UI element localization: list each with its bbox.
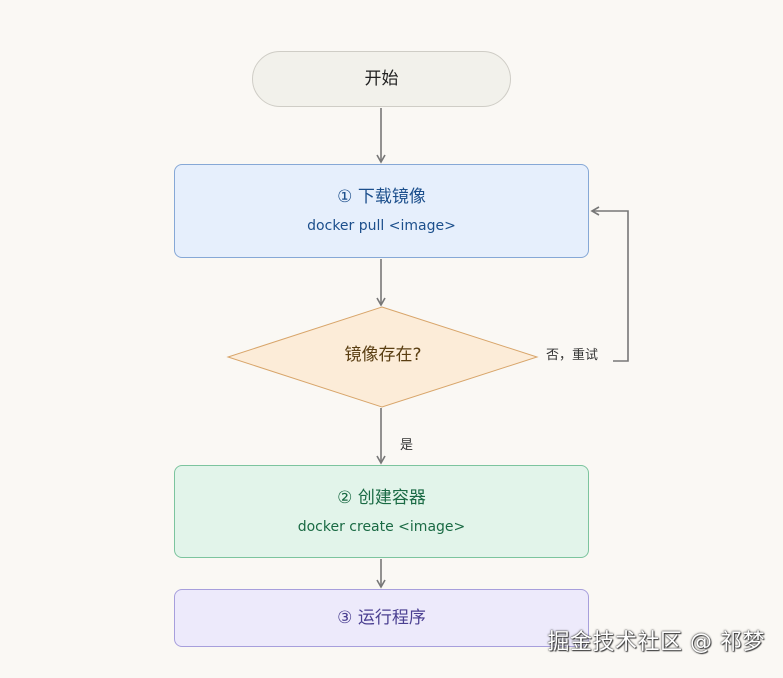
yes-edge-label: 是 [400,438,414,453]
create-container-command: docker create <image> [297,518,466,535]
arrow-retry-loop [590,206,629,362]
watermark: 掘金技术社区 @ 祁梦 [547,630,765,655]
decision-diamond [226,306,539,408]
decision-label: 镜像存在? [344,345,422,365]
start-node: 开始 [252,51,511,107]
download-image-command: docker pull <image> [307,218,456,234]
create-container-node: ② 创建容器 docker create <image> [174,465,589,558]
run-program-title: ③ 运行程序 [337,608,426,628]
download-image-node: ① 下载镜像 docker pull <image> [174,164,589,258]
create-container-title: ② 创建容器 [337,487,426,508]
download-image-title: ① 下载镜像 [337,187,426,207]
start-label: 开始 [364,69,399,89]
run-program-node: ③ 运行程序 [174,589,589,647]
retry-edge-label: 否，重试 [546,348,599,363]
